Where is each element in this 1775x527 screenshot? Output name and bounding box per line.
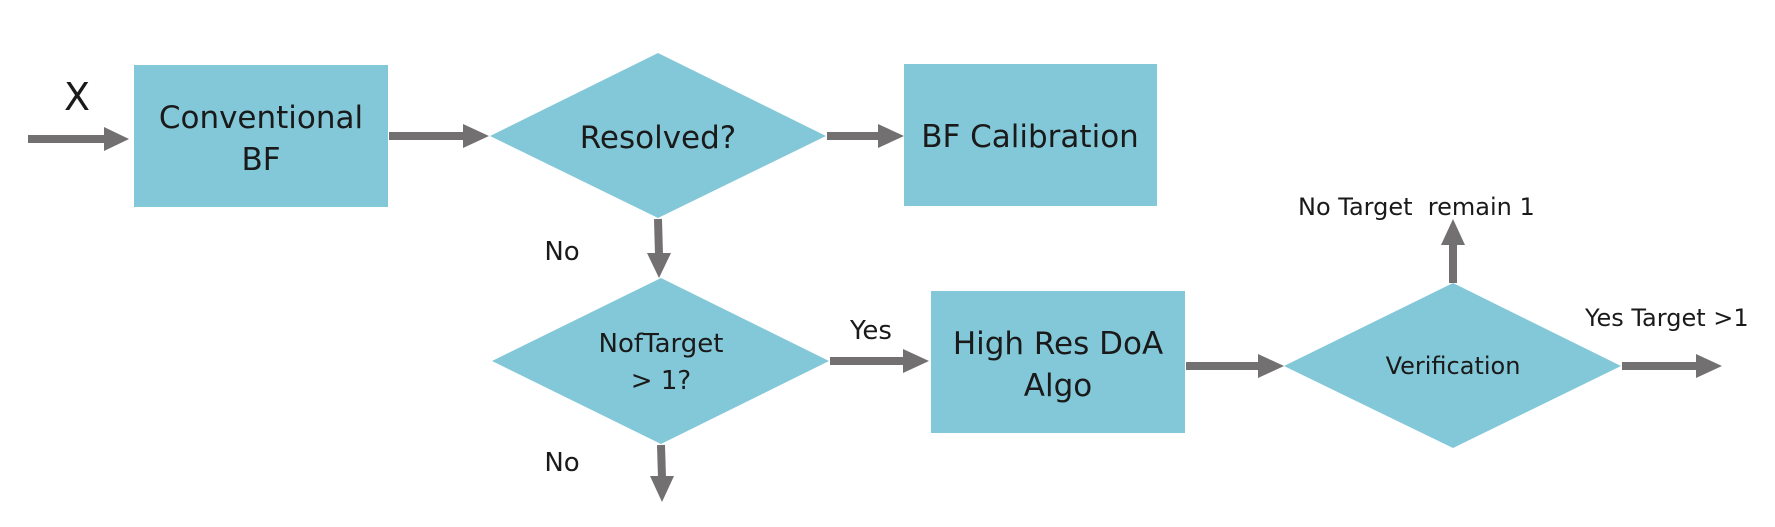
input-label: X	[64, 75, 90, 119]
high-res-label-line1: High Res DoA	[953, 326, 1163, 362]
arrow-highres-to-verification	[1186, 354, 1284, 378]
conventional-bf-node: Conventional BF	[134, 65, 388, 207]
resolved-label: Resolved?	[580, 120, 737, 156]
resolved-decision: Resolved?	[490, 53, 826, 218]
arrow-verification-right	[1622, 354, 1722, 378]
arrow-nof-no-down	[650, 444, 674, 502]
nof-target-yes-label: Yes	[849, 316, 892, 346]
arrow-verification-up	[1441, 219, 1465, 283]
verification-label: Verification	[1386, 352, 1521, 380]
verification-up-label: No Target remain 1	[1298, 193, 1535, 221]
arrow-bf-to-resolved	[389, 124, 489, 148]
high-res-label-line2: Algo	[1024, 368, 1092, 404]
nof-target-label-line1: NofTarget	[599, 329, 724, 359]
arrow-nof-to-highres	[830, 349, 929, 373]
bf-calibration-node: BF Calibration	[904, 64, 1157, 206]
conventional-bf-label-line2: BF	[241, 142, 280, 178]
verification-right-label: Yes Target >1	[1584, 304, 1749, 332]
verification-decision: Verification	[1284, 283, 1621, 448]
nof-target-no-label: No	[544, 448, 579, 478]
input-arrow	[28, 127, 129, 151]
nof-target-label-line2: > 1?	[631, 366, 691, 396]
conventional-bf-label-line1: Conventional	[159, 100, 363, 136]
arrow-resolved-to-nof	[647, 218, 671, 278]
nof-target-decision: NofTarget > 1?	[492, 278, 829, 444]
resolved-no-label: No	[544, 237, 579, 267]
bf-calibration-label: BF Calibration	[921, 119, 1139, 155]
arrow-resolved-to-calibration	[827, 124, 904, 148]
high-res-doa-node: High Res DoA Algo	[931, 291, 1185, 433]
